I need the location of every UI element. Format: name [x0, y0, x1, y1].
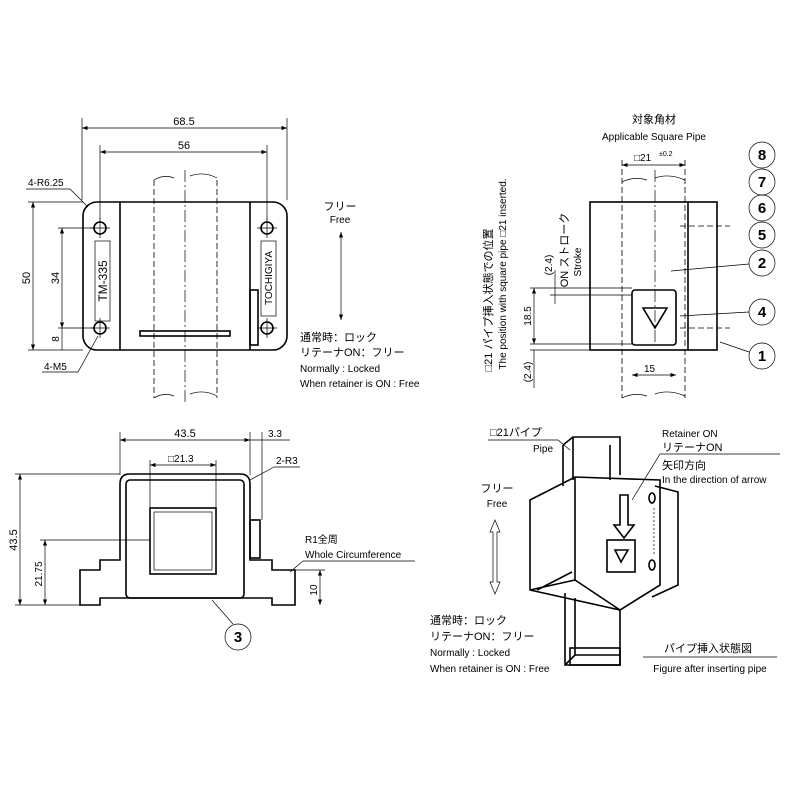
- retainer-en: Retainer ON: [662, 429, 718, 440]
- stroke-jp: ON ストローク: [558, 213, 571, 288]
- iso-note-line3: Normally : Locked: [430, 648, 510, 659]
- body-side: [589, 201, 718, 351]
- free-en: Free: [330, 215, 351, 226]
- dim-button: 18.5: [523, 306, 534, 326]
- dim-bottom: (2.4): [523, 362, 534, 383]
- holes-label: 4-M5: [44, 362, 67, 373]
- motion-note-top: フリー Free 通常時：ロック リテーナON：フリー Normally : L…: [300, 201, 420, 390]
- free-jp: フリー: [324, 201, 357, 213]
- arrow-en: In the direction of arrow: [662, 475, 767, 486]
- arrow-jp: 矢印方向: [662, 458, 706, 472]
- retainer-jp: リテーナON: [662, 441, 723, 454]
- pipe-tol: ±0.2: [659, 151, 673, 158]
- dim-button-width: 15: [644, 364, 656, 375]
- corner-radius-label: 4-R6.25: [28, 178, 64, 189]
- iso-note-line4: When retainer is ON : Free: [430, 664, 550, 675]
- iso-retainer-button: [606, 539, 636, 573]
- caption-jp: パイプ挿入状態図: [664, 641, 752, 655]
- pipe-jp: □21パイプ: [490, 426, 542, 439]
- double-arrow-icon: [489, 519, 501, 595]
- svg-text:4: 4: [758, 304, 767, 321]
- dim-flange: 10: [309, 584, 320, 596]
- radius-label: 2-R3: [276, 456, 298, 467]
- stroke-en: Stroke: [573, 247, 584, 276]
- pipe-size: □21: [634, 153, 652, 164]
- dim-hole-pitch-y: 34: [50, 272, 62, 284]
- iso-free-jp: フリー: [481, 483, 514, 495]
- iso-note-line1: 通常時：ロック: [430, 614, 507, 627]
- svg-text:8: 8: [758, 147, 766, 164]
- pipe-en: Pipe: [533, 444, 553, 455]
- round-note-en: Whole Circumference: [305, 550, 402, 561]
- dim-inner: □21.3: [168, 454, 194, 465]
- pipe-title-en: Applicable Square Pipe: [602, 132, 706, 143]
- iso-free-en: Free: [487, 499, 508, 510]
- down-arrow-icon: [612, 494, 636, 540]
- callout-3: 3: [234, 629, 242, 646]
- note-line1: 通常時：ロック: [300, 331, 377, 344]
- callouts: 8 7 6 5 2 4 1: [670, 141, 776, 370]
- round-note-jp: R1全周: [305, 533, 338, 546]
- pipe-opening: [149, 507, 217, 575]
- retainer-button: [631, 289, 677, 346]
- svg-text:6: 6: [758, 200, 766, 217]
- body-outline: [79, 473, 296, 606]
- triangle-arrow-icon: [613, 549, 630, 564]
- dim-hole-pitch-x: 56: [178, 140, 190, 152]
- model-label: TM-335: [96, 260, 110, 302]
- svg-text:2: 2: [758, 255, 766, 272]
- side-view: 対象角材 Applicable Square Pipe □21 ±0.2 18.…: [481, 112, 776, 399]
- dim-overall-width: 68.5: [173, 116, 194, 128]
- pipe-title-jp: 対象角材: [632, 112, 676, 126]
- dim-stroke: (2.4): [544, 255, 555, 276]
- front-view: 68.5 56 TM-335 TOCHIGIYA 50 34 8 4-R6.25: [21, 116, 288, 405]
- iso-view: □21パイプ Pipe Retainer ON リテーナON 矢印方向 In t…: [430, 426, 780, 675]
- dim-height: 50: [21, 272, 33, 284]
- svg-text:7: 7: [758, 174, 766, 191]
- brand-label: TOCHIGIYA: [264, 251, 275, 305]
- svg-text:1: 1: [758, 348, 766, 365]
- note-line2: リテーナON：フリー: [300, 346, 405, 359]
- position-note-en: The position with square pipe □21 insert…: [498, 178, 509, 369]
- mount-holes: [90, 218, 277, 338]
- dim-height-b: 43.5: [8, 529, 20, 550]
- dim-offset: 3.3: [268, 429, 282, 440]
- note-line3: Normally : Locked: [300, 364, 380, 375]
- iso-body: [529, 476, 661, 611]
- iso-note-line2: リテーナON：フリー: [430, 630, 535, 643]
- position-note-jp: □21 パイプ挿入状態での位置: [481, 229, 495, 372]
- pipe-hidden: [153, 170, 218, 405]
- dim-center: 21.75: [34, 561, 45, 586]
- dim-width: 43.5: [174, 428, 195, 440]
- svg-text:5: 5: [758, 227, 766, 244]
- triangle-arrow-icon: [641, 307, 669, 330]
- note-line4: When retainer is ON : Free: [300, 379, 420, 390]
- dim-hole-offset: 8: [51, 336, 62, 342]
- caption-en: Figure after inserting pipe: [653, 664, 767, 675]
- bottom-view: 43.5 3.3 □21.3 2-R3 43.5 21.75 10 R1全周 W…: [8, 428, 415, 651]
